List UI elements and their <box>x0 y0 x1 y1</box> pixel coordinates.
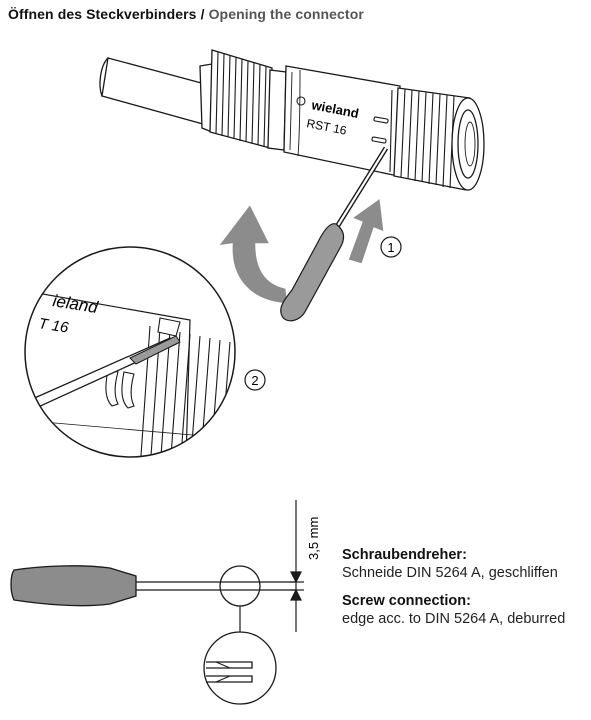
step-1-label: 1 <box>387 240 394 255</box>
screw-connection-heading: Screw connection: <box>342 593 471 609</box>
connector-housing <box>283 65 401 177</box>
cable-gland-nut <box>199 49 287 151</box>
dimension-marker <box>290 500 304 632</box>
cable <box>99 57 206 125</box>
step-1-badge: 1 <box>380 236 402 258</box>
spec-notes: Schraubendreher: Schneide DIN 5264 A, ge… <box>342 546 565 628</box>
push-arrow <box>347 196 385 265</box>
coupling-ring <box>393 87 485 191</box>
rotate-arrow <box>216 202 289 305</box>
detail-model: T 16 <box>37 315 70 337</box>
detail-magnifier: ieland T 16 <box>24 246 236 458</box>
title-german: Öffnen des Steckverbinders <box>8 6 197 22</box>
tip-detail-circle <box>203 631 277 705</box>
screwdriver-text: Schneide DIN 5264 A, geschliffen <box>342 565 558 581</box>
step-2-badge: 2 <box>244 369 266 391</box>
logo-icon <box>296 96 306 106</box>
title-english: Opening the connector <box>208 6 364 22</box>
page-title: Öffnen des Steckverbinders / Opening the… <box>8 6 364 22</box>
screwdriver <box>280 146 389 322</box>
step-2-label: 2 <box>251 373 258 388</box>
screwdriver-heading: Schraubendreher: <box>342 547 467 563</box>
screwdriver-side-view <box>10 565 296 607</box>
dimension-label: 3,5 mm <box>306 517 321 560</box>
screw-connection-text: edge acc. to DIN 5264 A, deburred <box>342 611 566 627</box>
title-separator: / <box>200 6 205 22</box>
latch-slots <box>371 89 393 173</box>
